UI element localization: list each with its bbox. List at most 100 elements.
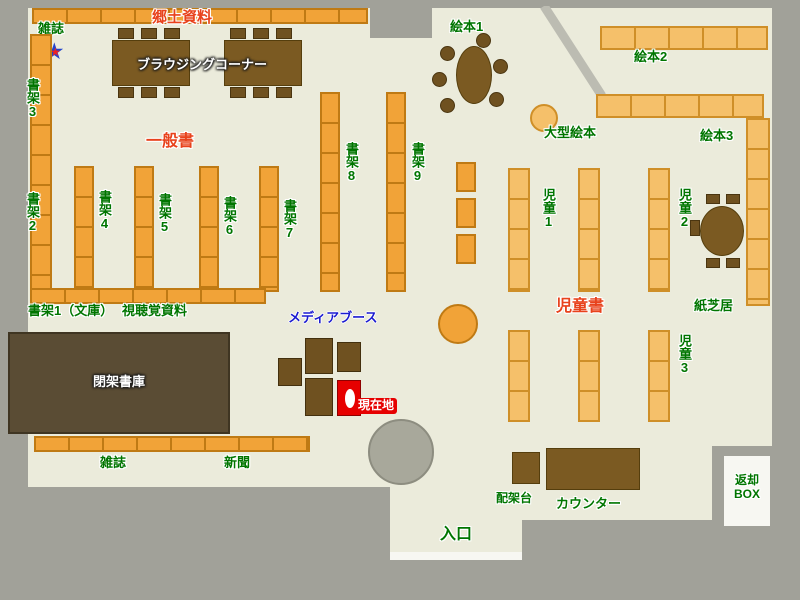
label-shoka4: 書架4 [96, 190, 112, 231]
wall-right [772, 0, 800, 600]
chair [230, 87, 246, 98]
label-media-booth: メディアブース [288, 310, 378, 325]
label-shoka9: 書架9 [409, 142, 425, 183]
label-ehon2: 絵本2 [634, 49, 668, 64]
chair [253, 87, 269, 98]
label-jido2: 児童2 [676, 188, 692, 229]
stool [432, 72, 447, 87]
label-large-picturebooks: 大型絵本 [544, 125, 597, 140]
sorting-stand [512, 452, 540, 484]
chair [118, 28, 134, 39]
label-shoka6: 書架6 [221, 196, 237, 237]
label-magazines-bottom: 雑誌 [100, 455, 127, 470]
entrance-threshold [390, 552, 522, 560]
chair [118, 87, 134, 98]
chair [164, 87, 180, 98]
stool [440, 98, 455, 113]
shelf-right-wall [746, 118, 770, 306]
shelf-jido2 [648, 168, 670, 292]
shelf-shoka4 [74, 166, 94, 292]
stool [489, 92, 504, 107]
label-childrens-books: 児童書 [556, 298, 605, 315]
star-icon-inner: ★ [50, 45, 61, 59]
label-entrance: 入口 [439, 526, 472, 543]
chair [706, 258, 720, 268]
stool [440, 46, 455, 61]
shelf-ehon2-lower [596, 94, 764, 118]
shelf-left-wall [30, 34, 52, 292]
round-pillar [368, 419, 434, 485]
label-jido3: 児童3 [676, 334, 692, 375]
shelf-shoka8 [320, 92, 340, 292]
shelf-shoka9 [386, 92, 406, 292]
shelf-shoka5 [134, 166, 154, 292]
label-audiovisual: 視聴覚資料 [122, 303, 188, 318]
shelf-jido-lower1 [508, 330, 530, 422]
label-newspapers: 新聞 [224, 455, 251, 470]
large-picturebook-stand [530, 104, 558, 132]
browsing-table [112, 40, 190, 86]
chair [690, 220, 700, 236]
chair [726, 258, 740, 268]
label-jido1: 児童1 [540, 188, 556, 229]
media-booth [305, 378, 333, 416]
shelf-local-materials [32, 8, 368, 24]
shelf-bunko-av [30, 288, 266, 304]
label-current-location: 現在地 [355, 398, 398, 414]
shelf-shoka7 [259, 166, 279, 292]
wall-bottom-left [0, 487, 390, 600]
label-counter: カウンター [556, 496, 622, 511]
label-local-materials: 郷土資料 [152, 9, 213, 26]
entrance-opening [390, 520, 522, 552]
shelf-block [456, 234, 476, 264]
chair [706, 194, 720, 204]
media-booth [278, 358, 302, 386]
current-location-marker [345, 389, 355, 408]
chair [141, 28, 157, 39]
label-sorting-stand: 配架台 [496, 491, 533, 505]
label-browsing-corner: ブラウジングコーナー [136, 57, 267, 72]
shelf-jido1 [508, 168, 530, 292]
label-shoka7: 書架7 [281, 199, 297, 240]
label-shoka8: 書架8 [343, 142, 359, 183]
media-booth [337, 342, 361, 372]
stool [476, 33, 491, 48]
counter [546, 448, 640, 490]
shelf-jido3 [648, 330, 670, 422]
label-shoka3: 書架3 [24, 78, 40, 119]
shelf-jido-lower2 [578, 330, 600, 422]
chair [141, 87, 157, 98]
pillar-top [370, 0, 432, 38]
shelf-shoka6 [199, 166, 219, 292]
label-shoka2: 書架2 [24, 192, 40, 233]
ehon1-table [456, 46, 492, 104]
label-ehon1: 絵本1 [450, 19, 484, 34]
chair [276, 87, 292, 98]
round-seat [438, 304, 478, 344]
chair [164, 28, 180, 39]
label-ehon3: 絵本3 [700, 128, 734, 143]
chair [230, 28, 246, 39]
label-shoka1-bunko: 書架1（文庫） [28, 303, 114, 318]
chair [726, 194, 740, 204]
shelf-ehon2-upper [600, 26, 768, 50]
label-kamishibai: 紙芝居 [694, 298, 734, 313]
shelf-block [456, 198, 476, 228]
label-closed-stacks: 閉架書庫 [92, 374, 145, 389]
shelf-jido-mid [578, 168, 600, 292]
chair [276, 28, 292, 39]
label-shoka5: 書架5 [156, 193, 172, 234]
kids-table [700, 206, 744, 256]
label-return-box: 返却 BOX [733, 473, 760, 501]
label-magazines-top: 雑誌 [38, 21, 65, 36]
media-booth [305, 338, 333, 374]
shelf-block [456, 162, 476, 192]
label-general-books: 一般書 [146, 133, 195, 150]
stool [493, 59, 508, 74]
return-box [724, 456, 770, 526]
closed-stacks-room [8, 332, 230, 434]
chair [253, 28, 269, 39]
diagonal-wall [540, 6, 606, 99]
shelf-magazines-news [34, 436, 310, 452]
